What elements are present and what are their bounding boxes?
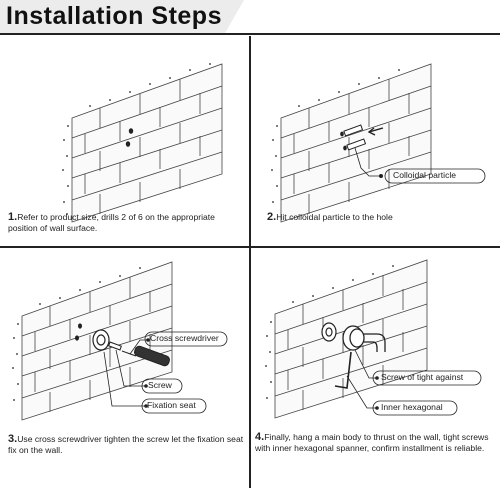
title-banner-background bbox=[0, 0, 244, 34]
cross-screwdriver bbox=[121, 345, 170, 367]
step-1-number: 1. bbox=[8, 211, 18, 223]
drill-holes bbox=[125, 128, 134, 147]
callout-inner-hexagonal: Inner hexagonal bbox=[381, 402, 443, 412]
step-4-panel: Screw of tight against Inner hexagonal 4… bbox=[251, 248, 500, 488]
step-3-number: 3. bbox=[8, 433, 18, 445]
step-4-illustration bbox=[265, 259, 482, 419]
title-underline bbox=[0, 33, 500, 35]
callout-colloidal-particle: Colloidal particle bbox=[393, 170, 457, 180]
panel-divider-vertical bbox=[249, 36, 251, 488]
step-2-description: Hit colloidal particle to the hole bbox=[276, 212, 393, 222]
callout-cross-screwdriver: Cross screwdriver bbox=[150, 333, 219, 343]
step-1-illustration bbox=[62, 63, 223, 223]
step-1-description: Refer to product size, drills 2 of 6 on … bbox=[8, 212, 215, 233]
step-1-text: 1.Refer to product size, drills 2 of 6 o… bbox=[8, 212, 240, 234]
callout-fixation-seat: Fixation seat bbox=[147, 400, 196, 410]
step-3-illustration bbox=[12, 261, 228, 421]
step-1-panel: 1.Refer to product size, drills 2 of 6 o… bbox=[0, 36, 249, 246]
step-3-panel: Cross screwdriver Screw Fixation seat 3.… bbox=[0, 248, 249, 488]
step-2-panel: Colloidal particle 2.Hit colloidal parti… bbox=[251, 36, 500, 246]
inner-hexagonal-spanner bbox=[334, 351, 352, 389]
step-2-text: 2.Hit colloidal particle to the hole bbox=[267, 212, 495, 223]
panel-divider-horizontal bbox=[0, 246, 500, 248]
page-title: Installation Steps bbox=[6, 2, 222, 30]
step-2-number: 2. bbox=[267, 211, 277, 223]
callout-screw-of-tight-against: Screw of tight against bbox=[381, 372, 464, 382]
step-3-text: 3.Use cross screwdriver tighten the scre… bbox=[8, 434, 246, 456]
callout-screw: Screw bbox=[148, 380, 172, 390]
main-body-hook bbox=[342, 325, 386, 352]
step-2-illustration bbox=[271, 63, 486, 223]
colloidal-particles bbox=[343, 124, 367, 151]
step-3-description: Use cross screwdriver tighten the screw … bbox=[8, 434, 244, 455]
step-4-number: 4. bbox=[255, 431, 265, 443]
fixation-seat bbox=[92, 329, 110, 351]
step-4-text: 4.Finally, hang a main body to thrust on… bbox=[255, 432, 497, 454]
screw bbox=[108, 341, 122, 351]
title-banner: Installation Steps bbox=[0, 0, 500, 34]
step-4-description: Finally, hang a main body to thrust on t… bbox=[255, 432, 489, 453]
